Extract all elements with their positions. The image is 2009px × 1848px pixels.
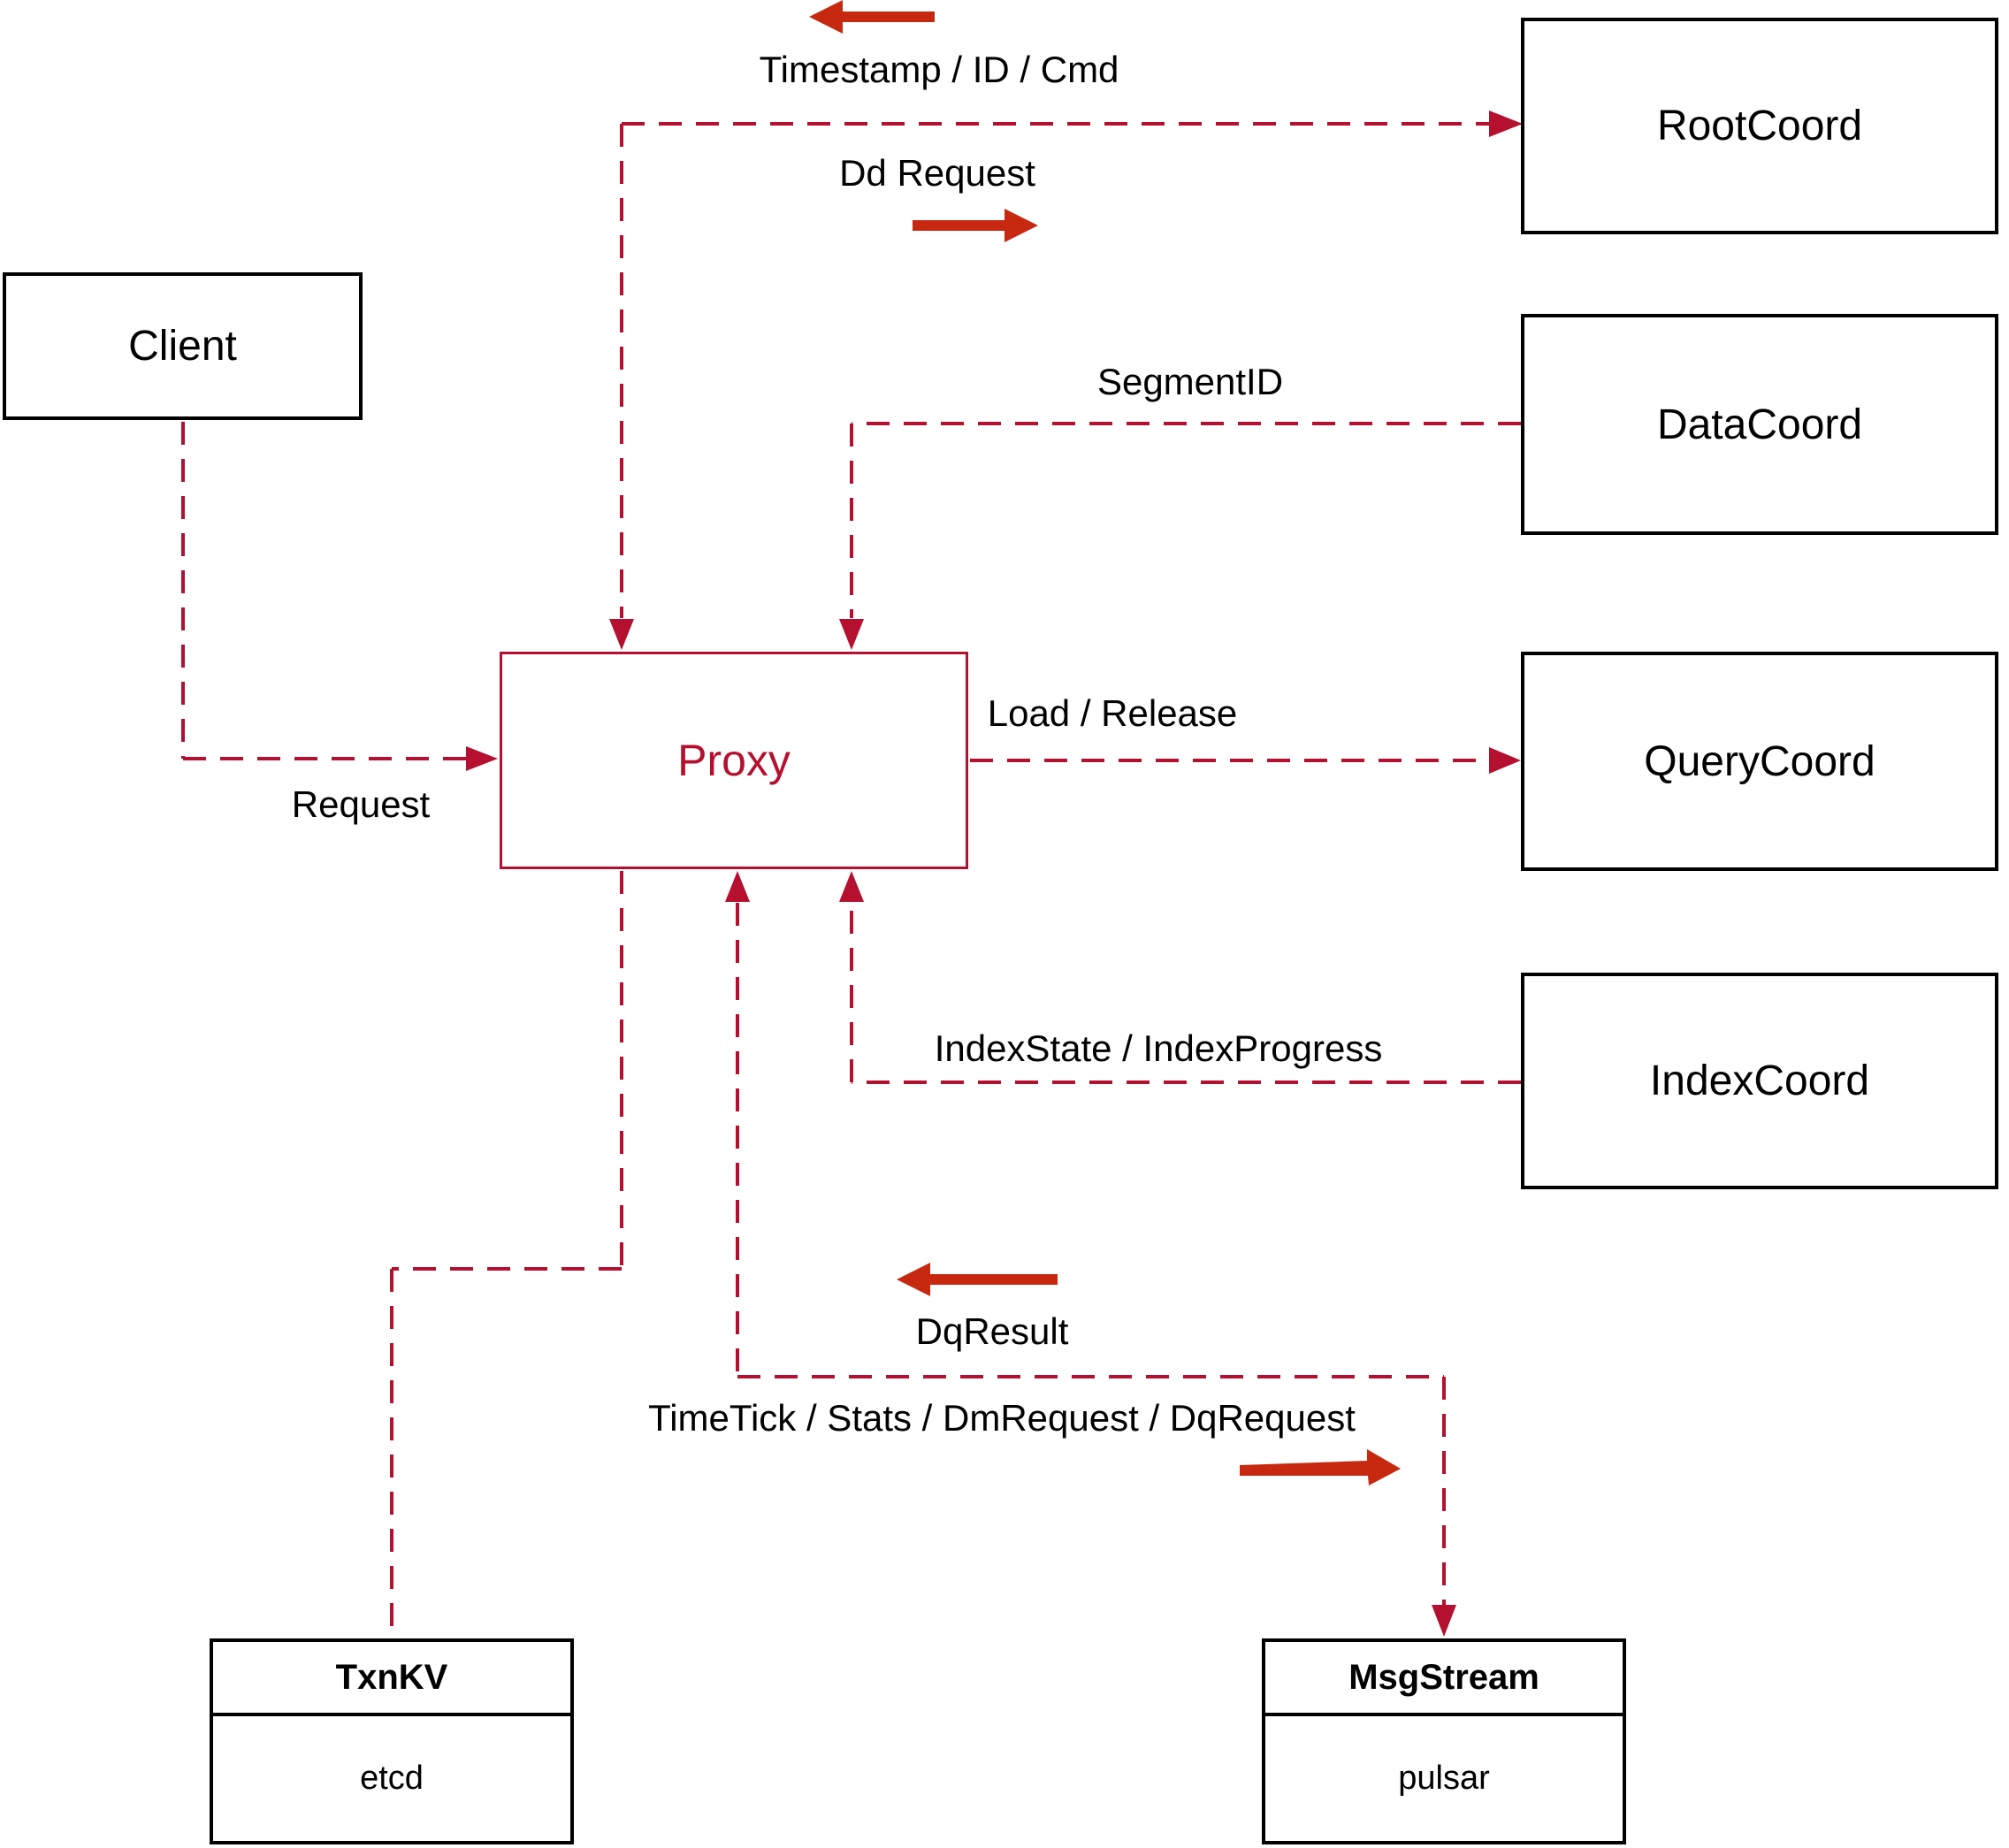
dq-request-direction-arrow-icon [1240, 1449, 1401, 1485]
connector-proxy-msgstream [736, 903, 1446, 1605]
node-txnkv: TxnKV etcd [210, 1638, 574, 1844]
dd-request-direction-arrow-icon [913, 209, 1038, 242]
node-client-label: Client [128, 323, 237, 370]
node-rootcoord: RootCoord [1521, 18, 1998, 234]
node-querycoord: QueryCoord [1521, 652, 1998, 871]
edge-label-index-state-progress: IndexState / IndexProgress [934, 1027, 1383, 1069]
edge-label-load-release: Load / Release [987, 692, 1238, 734]
node-msgstream-subtitle: pulsar [1398, 1760, 1490, 1797]
node-txnkv-title: TxnKV [213, 1642, 570, 1716]
connector-datacoord-proxy [850, 422, 1521, 618]
node-proxy-label: Proxy [677, 736, 791, 785]
edge-label-request: Request [291, 783, 431, 825]
node-rootcoord-label: RootCoord [1656, 103, 1863, 149]
edge-label-dd-request: Dd Request [839, 152, 1035, 194]
node-datacoord-label: DataCoord [1656, 401, 1863, 448]
timestamp-direction-arrow-icon [809, 0, 935, 34]
arrowhead-into-rootcoord [1489, 111, 1523, 137]
arrowhead-into-querycoord [1489, 747, 1521, 774]
node-querycoord-label: QueryCoord [1644, 737, 1875, 785]
node-msgstream-title: MsgStream [1265, 1642, 1623, 1716]
node-datacoord: DataCoord [1521, 314, 1998, 535]
edge-label-time-tick-stats: TimeTick / Stats / DmRequest / DqRequest [648, 1397, 1356, 1439]
arrowhead-into-msgstream [1432, 1605, 1456, 1637]
connector-proxy-txnkv [390, 871, 623, 1637]
dq-result-direction-arrow-icon [897, 1263, 1058, 1296]
node-indexcoord-label: IndexCoord [1649, 1058, 1870, 1104]
node-client: Client [3, 272, 363, 420]
connector-proxy-rootcoord [620, 122, 1489, 618]
arrowhead-datacoord-into-proxy [839, 619, 864, 650]
arrowhead-request-into-proxy [466, 746, 498, 771]
edge-label-segment-id: SegmentID [1096, 361, 1284, 402]
connector-client-proxy [181, 422, 466, 760]
connector-indexcoord-proxy [850, 903, 1521, 1084]
arrowhead-msgstream-into-proxy [725, 871, 750, 902]
edge-label-timestamp-id-cmd: Timestamp / ID / Cmd [759, 49, 1119, 90]
node-proxy: Proxy [500, 652, 968, 869]
arrowhead-indexcoord-into-proxy [839, 871, 864, 902]
edge-label-dq-result: DqResult [915, 1310, 1069, 1352]
node-msgstream: MsgStream pulsar [1262, 1638, 1626, 1844]
arrowhead-rootcoord-into-proxy [609, 619, 634, 650]
node-txnkv-subtitle: etcd [360, 1760, 424, 1797]
node-indexcoord: IndexCoord [1521, 973, 1998, 1189]
